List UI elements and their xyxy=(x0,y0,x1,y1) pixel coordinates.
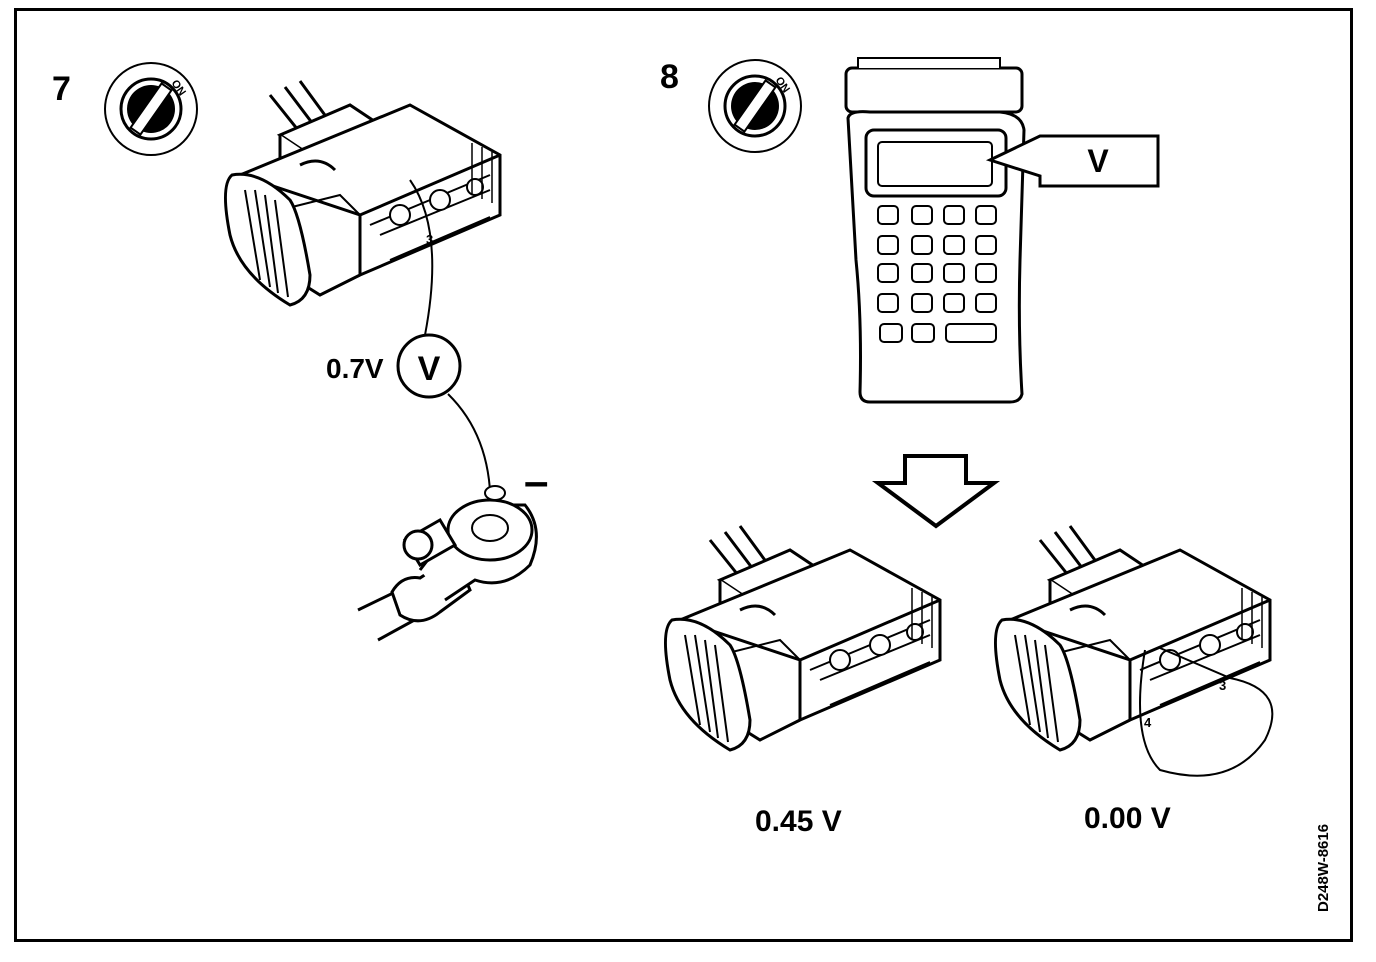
keypad-key xyxy=(877,293,899,313)
keypad-key xyxy=(975,293,997,313)
step7-ground-terminal-icon xyxy=(357,485,538,642)
step8-display-callout: V xyxy=(985,134,1160,188)
keypad-key xyxy=(877,263,899,283)
keypad-key xyxy=(911,293,933,313)
step8-handheld-tester-icon xyxy=(844,57,1026,404)
keypad-key xyxy=(879,323,903,343)
step8-jumper-wire xyxy=(1139,647,1274,777)
keypad-key xyxy=(911,263,933,283)
step7-voltage-label: 0.7V xyxy=(326,353,384,384)
step8-number: 8 xyxy=(660,58,679,96)
step8-tester-keypad xyxy=(877,205,997,343)
keypad-key xyxy=(877,205,899,225)
step7-connector-icon xyxy=(223,79,502,307)
keypad-key xyxy=(975,263,997,283)
step8-right-connector-icon xyxy=(993,524,1272,752)
step8-pin-a-label: 4 xyxy=(1144,715,1152,730)
step8-pin-b-label: 3 xyxy=(1219,678,1226,693)
keypad-key xyxy=(911,235,933,255)
keypad-key xyxy=(943,235,965,255)
keypad-key xyxy=(877,235,899,255)
step7-number: 7 xyxy=(52,70,71,108)
step8-left-connector-icon xyxy=(663,524,942,752)
step7-meter-symbol: V xyxy=(418,350,441,388)
step7-ground-symbol: – xyxy=(524,457,548,506)
keypad-key xyxy=(943,263,965,283)
diagram-frame xyxy=(14,8,1353,942)
step8-ignition-key-icon: ON xyxy=(707,58,803,154)
step7-pin-label: 3 xyxy=(426,232,433,247)
step8-left-reading: 0.45 V xyxy=(755,805,842,838)
keypad-key xyxy=(911,323,935,343)
keypad-key xyxy=(911,205,933,225)
keypad-key xyxy=(975,205,997,225)
figure-code: D248W-8616 xyxy=(1315,824,1332,912)
step8-down-arrow-icon xyxy=(871,454,1001,529)
keypad-key xyxy=(945,323,997,343)
step8-right-reading: 0.00 V xyxy=(1084,802,1171,835)
keypad-key xyxy=(943,205,965,225)
step7-ignition-key-icon: ON xyxy=(103,61,199,157)
step7-voltmeter-icon: V xyxy=(396,333,462,399)
keypad-key xyxy=(975,235,997,255)
step8-display-symbol: V xyxy=(1087,143,1109,179)
step7-probe-lead-top xyxy=(409,179,434,336)
keypad-key xyxy=(943,293,965,313)
